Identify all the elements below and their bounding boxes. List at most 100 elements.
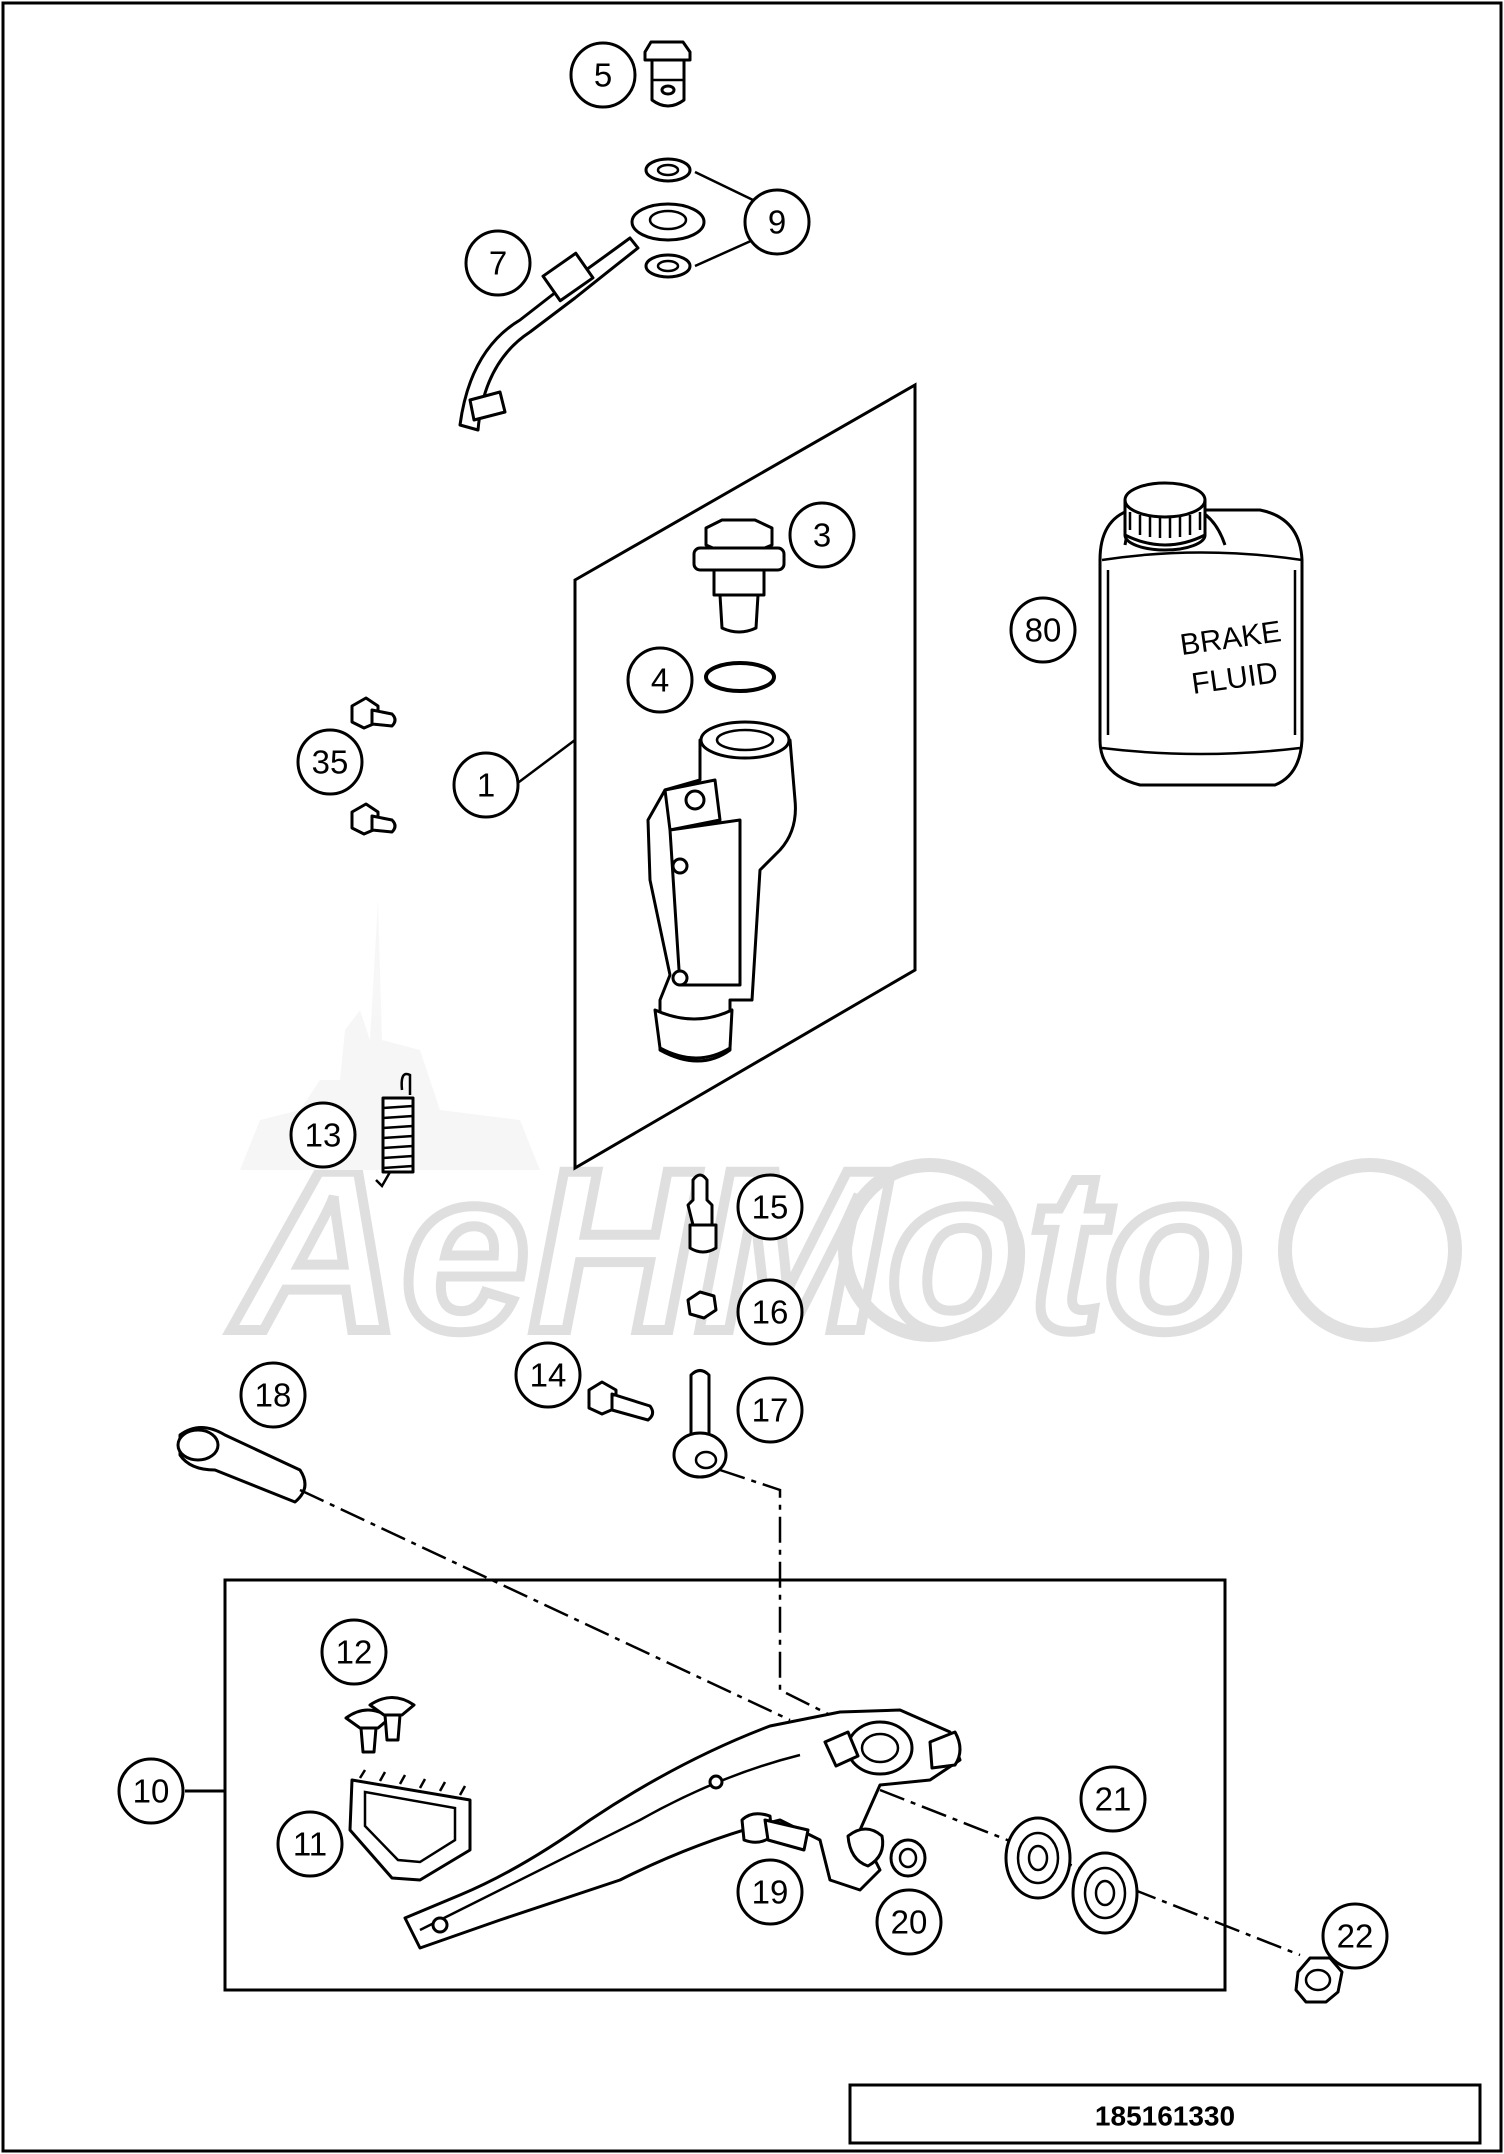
- callout-circle: [117, 1757, 185, 1825]
- callout-number: 7: [489, 245, 507, 282]
- stop-bolt: [740, 1812, 810, 1852]
- washer-lower: [644, 253, 692, 279]
- callout-circle: [289, 1101, 357, 1169]
- callout-80: 80: [1009, 596, 1077, 664]
- brake-pedal-panel: [223, 1578, 1227, 1992]
- callout-22: 22: [1321, 1902, 1389, 1970]
- clevis: [672, 1369, 728, 1479]
- step-plate: [348, 1769, 472, 1882]
- callout-circle: [320, 1618, 388, 1686]
- callout-21: 21: [1079, 1765, 1147, 1833]
- callout-circle: [743, 188, 811, 256]
- callout-15: 15: [736, 1173, 804, 1241]
- bearing-left: [1004, 1816, 1072, 1900]
- callout-3: 3: [788, 501, 856, 569]
- callout-number: 17: [752, 1392, 789, 1429]
- mounting-bolt-upper: [350, 696, 397, 730]
- callout-20: 20: [875, 1888, 943, 1956]
- brake-hose: [458, 202, 706, 432]
- callout-circle: [875, 1888, 943, 1956]
- callout-layer: 5 9 7 3 80 4 35 1 13 15 16 14 17 18 12 10 21 11 19 20 22: [117, 41, 1389, 1970]
- master-cylinder-body: [646, 720, 797, 1063]
- callout-circle: [569, 41, 637, 109]
- callout-number: 9: [768, 204, 786, 241]
- callout-1: 1: [452, 751, 520, 819]
- clevis-bolt: [587, 1380, 655, 1422]
- washer-lower-hole: [656, 259, 680, 273]
- callout-number: 80: [1025, 612, 1062, 649]
- pivot-nut: [1294, 1956, 1344, 2004]
- callout-number: 5: [594, 57, 612, 94]
- callout-circle: [736, 1858, 804, 1926]
- callout-circle: [514, 1341, 582, 1409]
- banjo-bolt: [643, 40, 692, 108]
- callout-circle: [1009, 596, 1077, 664]
- o-ring: [704, 661, 776, 693]
- washer-upper-hole: [656, 163, 680, 177]
- callout-5: 5: [569, 41, 637, 109]
- callout-number: 15: [752, 1189, 789, 1226]
- brake-fluid-can: BRAKE FLUID: [1098, 481, 1304, 787]
- callout-number: 12: [336, 1634, 373, 1671]
- axis-line-pivot: [299, 1488, 791, 1722]
- watermark-wheel-front: [1278, 1158, 1462, 1342]
- callout-18: 18: [239, 1361, 307, 1429]
- callout-4: 4: [626, 646, 694, 714]
- plug-screws: [344, 1696, 416, 1754]
- callout-number: 22: [1337, 1918, 1374, 1955]
- stop-nut: [889, 1838, 927, 1878]
- washer-upper: [644, 157, 692, 183]
- callout-9: 9: [743, 188, 811, 256]
- callout-11: 11: [276, 1810, 344, 1878]
- callout-number: 19: [752, 1874, 789, 1911]
- callout-circle: [788, 501, 856, 569]
- master-cylinder-panel: [573, 382, 917, 1171]
- return-spring: [375, 1072, 415, 1189]
- callout-35: 35: [296, 728, 364, 796]
- diagram-id-box: [848, 2083, 1482, 2145]
- bearing-right: [1071, 1851, 1139, 1935]
- callout-number: 1: [477, 767, 495, 804]
- callout-number: 14: [530, 1357, 567, 1394]
- callout-number: 18: [255, 1377, 292, 1414]
- callout-circle: [239, 1361, 307, 1429]
- reservoir-adapter: [692, 518, 786, 634]
- push-rod-nut: [686, 1290, 718, 1320]
- push-rod: [686, 1173, 718, 1254]
- callout-10: 10: [117, 1757, 185, 1825]
- callout-19: 19: [736, 1858, 804, 1926]
- diagram-id: 185161330: [1095, 2101, 1235, 2132]
- callout-number: 11: [293, 1826, 327, 1863]
- callout-circle: [736, 1278, 804, 1346]
- callout-circle: [1321, 1902, 1389, 1970]
- callout-14: 14: [514, 1341, 582, 1409]
- leader-lines: [514, 170, 754, 786]
- callout-number: 3: [813, 517, 831, 554]
- pivot-bolt: [176, 1426, 307, 1504]
- mounting-bolt-lower: [350, 802, 397, 836]
- callout-7: 7: [464, 229, 532, 297]
- callout-circle: [276, 1810, 344, 1878]
- callout-number: 4: [651, 662, 669, 699]
- callout-circle: [626, 646, 694, 714]
- callout-12: 12: [320, 1618, 388, 1686]
- callout-17: 17: [736, 1376, 804, 1444]
- callout-number: 35: [312, 744, 349, 781]
- callout-circle: [452, 751, 520, 819]
- callout-circle: [296, 728, 364, 796]
- brake-pedal-lever: [403, 1708, 962, 1950]
- callout-circle: [736, 1173, 804, 1241]
- callout-number: 16: [752, 1294, 789, 1331]
- callout-number: 13: [305, 1117, 342, 1154]
- callout-circle: [464, 229, 532, 297]
- callout-circle: [1079, 1765, 1147, 1833]
- callout-circle: [736, 1376, 804, 1444]
- callout-number: 20: [891, 1904, 928, 1941]
- axis-line-clevis: [719, 1468, 871, 1737]
- callout-16: 16: [736, 1278, 804, 1346]
- watermark-wheel-rear: [838, 1158, 1022, 1342]
- callout-13: 13: [289, 1101, 357, 1169]
- callout-number: 10: [133, 1773, 170, 1810]
